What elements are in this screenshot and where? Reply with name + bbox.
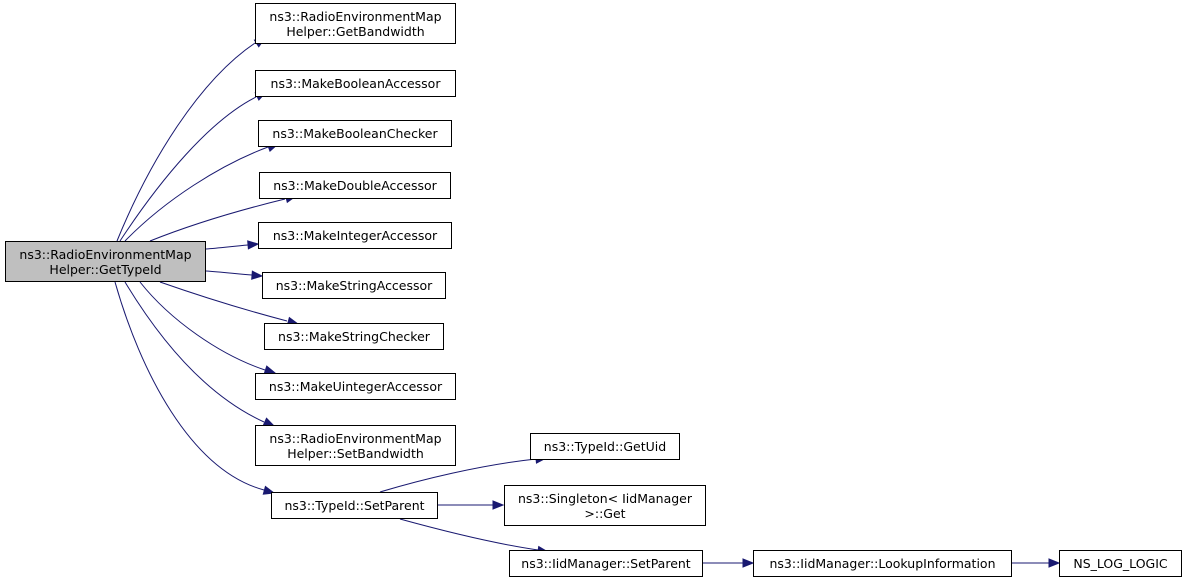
node-label: ns3::IidManager::LookupInformation <box>769 556 996 571</box>
node-lookup-information[interactable]: ns3::IidManager::LookupInformation <box>753 550 1012 577</box>
arrowhead-icon <box>492 500 505 510</box>
node-label: ns3::IidManager::SetParent <box>521 556 691 571</box>
arrowhead-icon <box>247 240 260 250</box>
node-root-get-type-id: ns3::RadioEnvironmentMap Helper::GetType… <box>5 241 206 282</box>
edge-iid-set-parent-to-lookup <box>702 558 755 568</box>
node-typeid-set-parent[interactable]: ns3::TypeId::SetParent <box>271 492 438 519</box>
node-label: ns3::RadioEnvironmentMap <box>269 430 442 446</box>
edge-root-to-make-string-accessor <box>205 270 264 280</box>
node-label: ns3::MakeStringChecker <box>278 329 430 344</box>
edge-root-to-typeid-set-parent <box>114 281 276 495</box>
node-make-string-checker[interactable]: ns3::MakeStringChecker <box>264 323 444 350</box>
edge-lookup-to-ns-log-logic <box>1011 558 1061 568</box>
edge-set-parent-to-singleton-get <box>438 500 505 510</box>
node-make-integer-accessor[interactable]: ns3::MakeIntegerAccessor <box>258 222 452 249</box>
edge-root-to-make-uinteger-accessor <box>139 281 277 375</box>
edge-root-to-make-integer-accessor <box>205 240 260 250</box>
node-label: ns3::RadioEnvironmentMap <box>19 246 192 262</box>
node-label: ns3::MakeBooleanChecker <box>272 126 438 141</box>
edge-root-to-set-bandwidth <box>124 281 276 427</box>
node-iidmanager-set-parent[interactable]: ns3::IidManager::SetParent <box>509 550 703 577</box>
node-label: Helper::GetBandwidth <box>286 23 425 39</box>
node-typeid-get-uid[interactable]: ns3::TypeId::GetUid <box>530 433 680 460</box>
arrowhead-icon <box>1048 558 1061 568</box>
node-label: ns3::Singleton< IidManager <box>517 490 693 506</box>
node-make-double-accessor[interactable]: ns3::MakeDoubleAccessor <box>259 172 451 199</box>
edge-root-to-make-boolean-checker <box>124 143 280 242</box>
node-label: ns3::MakeUintegerAccessor <box>268 379 443 394</box>
arrowhead-icon <box>251 270 264 280</box>
node-make-uinteger-accessor[interactable]: ns3::MakeUintegerAccessor <box>255 373 456 400</box>
arrowhead-icon <box>742 558 755 568</box>
node-make-boolean-accessor[interactable]: ns3::MakeBooleanAccessor <box>255 70 456 97</box>
node-label: ns3::RadioEnvironmentMap <box>269 8 442 24</box>
node-label: ns3::MakeIntegerAccessor <box>272 228 438 243</box>
node-label: >::Get <box>584 505 626 521</box>
node-get-bandwidth[interactable]: ns3::RadioEnvironmentMap Helper::GetBand… <box>255 3 456 44</box>
node-make-string-accessor[interactable]: ns3::MakeStringAccessor <box>262 272 446 299</box>
edge-root-to-make-boolean-accessor <box>119 91 268 242</box>
node-set-bandwidth[interactable]: ns3::RadioEnvironmentMap Helper::SetBand… <box>255 425 456 466</box>
node-label: Helper::GetTypeId <box>49 261 162 277</box>
node-label: ns3::MakeDoubleAccessor <box>273 178 437 193</box>
node-label: Helper::SetBandwidth <box>287 445 424 461</box>
node-label: NS_LOG_LOGIC <box>1073 556 1168 571</box>
node-label: ns3::MakeStringAccessor <box>275 278 433 293</box>
node-label: ns3::TypeId::GetUid <box>543 439 667 454</box>
node-label: ns3::TypeId::SetParent <box>284 498 425 513</box>
node-ns-log-logic[interactable]: NS_LOG_LOGIC <box>1059 550 1182 577</box>
node-label: ns3::MakeBooleanAccessor <box>270 76 441 91</box>
node-singleton-get[interactable]: ns3::Singleton< IidManager >::Get <box>504 485 706 526</box>
node-make-boolean-checker[interactable]: ns3::MakeBooleanChecker <box>258 120 452 147</box>
